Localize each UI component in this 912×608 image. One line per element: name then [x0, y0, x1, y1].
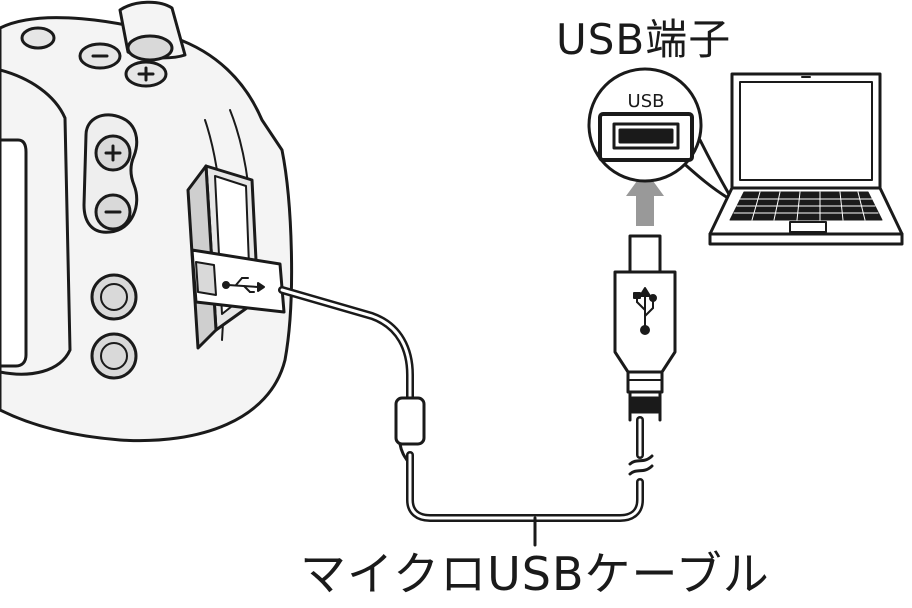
camera-illustration [0, 0, 294, 443]
ferrite-core [394, 396, 426, 446]
usb-symbol-icon [222, 277, 265, 293]
usb-terminal-label: USB端子 [556, 15, 732, 64]
usb-port-callout: USB [587, 67, 732, 200]
round-button-2 [90, 332, 138, 380]
round-button-1 [90, 273, 138, 321]
lcd-screen [0, 138, 28, 368]
usb-port-badge: USB [628, 91, 665, 112]
micro-usb-plug [190, 248, 286, 314]
top-buttons [20, 26, 168, 88]
usb-a-plug [613, 234, 677, 422]
laptop-illustration [708, 72, 904, 246]
zoom-rocker [82, 113, 139, 234]
usb-symbol-icon [633, 287, 657, 335]
micro-usb-cable-label: マイクロUSBケーブル [300, 547, 770, 601]
usb-cable [278, 286, 654, 547]
up-arrow-icon [626, 170, 664, 226]
